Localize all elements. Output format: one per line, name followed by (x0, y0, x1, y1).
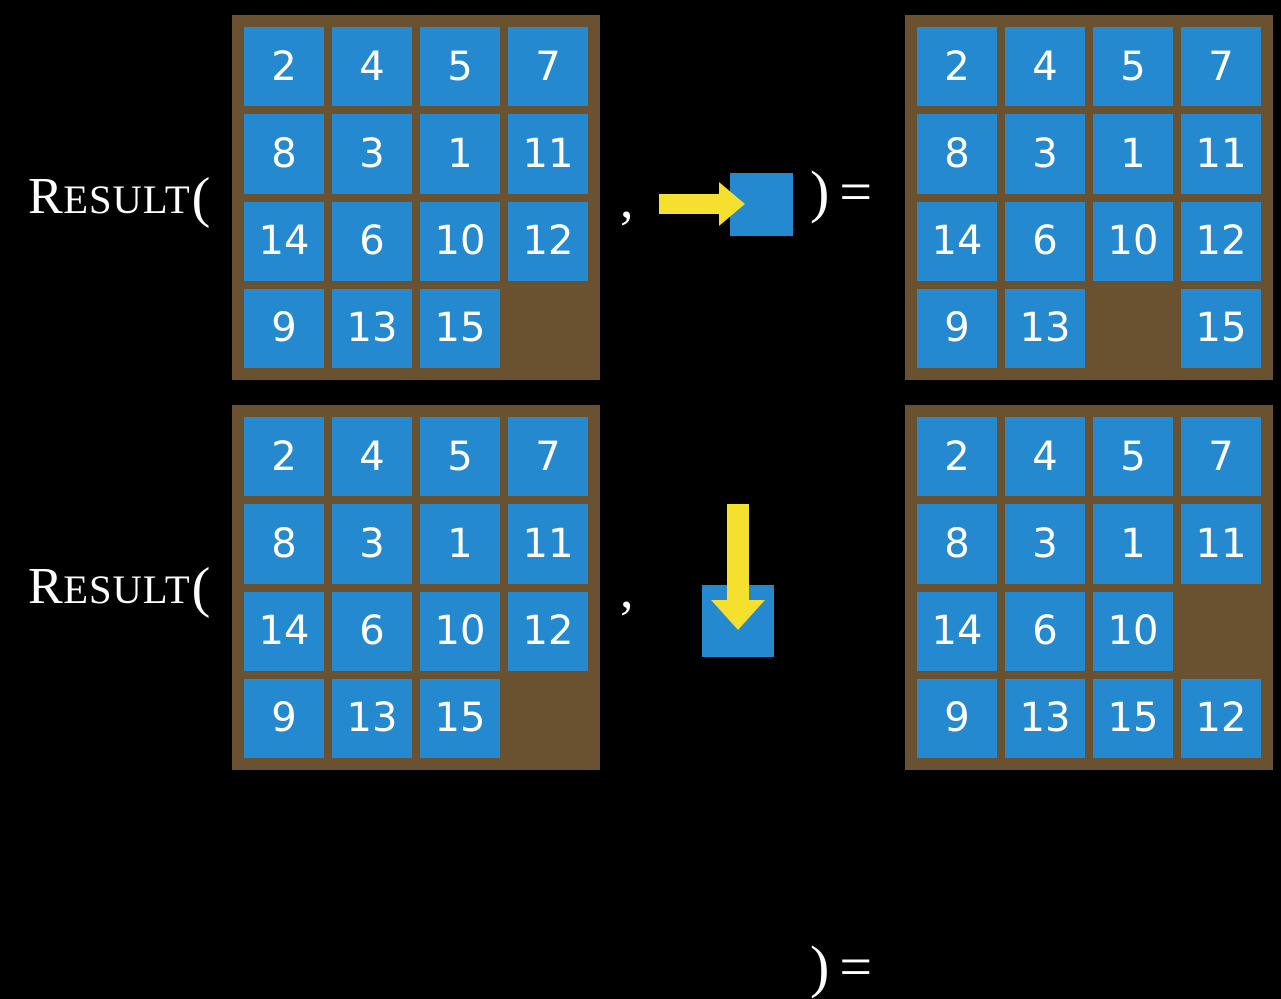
tile[interactable]: 1 (420, 504, 500, 584)
arrow-shaft (727, 504, 749, 604)
result-label-row-1: RESULT( (28, 167, 211, 226)
tile[interactable]: 13 (1005, 678, 1085, 758)
tile[interactable]: 14 (917, 591, 997, 671)
empty-slot[interactable] (1181, 592, 1261, 671)
tile[interactable]: 13 (332, 678, 412, 758)
tile[interactable]: 12 (508, 591, 588, 671)
tile[interactable]: 6 (332, 591, 412, 671)
result-label-rest: ESULT (63, 176, 191, 222)
tile[interactable]: 8 (917, 504, 997, 584)
tile[interactable]: 7 (1181, 27, 1261, 107)
result-label-initial: R (28, 167, 64, 225)
equals-sign-row-1: = (839, 159, 873, 224)
empty-slot[interactable] (1093, 289, 1173, 368)
argument-separator-comma-row-1: , (620, 169, 634, 229)
empty-slot[interactable] (508, 679, 588, 758)
tile[interactable]: 2 (244, 417, 324, 497)
tile[interactable]: 2 (917, 27, 997, 107)
argument-separator-comma-row-2: , (620, 559, 634, 619)
tile[interactable]: 5 (420, 417, 500, 497)
tile[interactable]: 6 (1005, 201, 1085, 281)
tile[interactable]: 8 (917, 114, 997, 194)
tile[interactable]: 11 (1181, 114, 1261, 194)
tile[interactable]: 3 (332, 114, 412, 194)
tile[interactable]: 5 (1093, 27, 1173, 107)
tile[interactable]: 12 (1181, 678, 1261, 758)
close-paren-row-1: ) (810, 159, 830, 224)
tile[interactable]: 11 (1181, 504, 1261, 584)
tile[interactable]: 2 (917, 417, 997, 497)
tile[interactable]: 2 (244, 27, 324, 107)
tile[interactable]: 15 (1093, 678, 1173, 758)
tile[interactable]: 11 (508, 504, 588, 584)
empty-slot[interactable] (508, 289, 588, 368)
tile[interactable]: 12 (1181, 201, 1261, 281)
tile[interactable]: 4 (332, 417, 412, 497)
input-board-row-2: 2 4 5 7 8 3 1 11 14 6 10 12 9 13 15 (232, 405, 600, 770)
equation-row-1: RESULT( 2 4 5 7 8 3 1 11 14 6 10 12 9 13… (0, 0, 1281, 390)
tile[interactable]: 10 (420, 201, 500, 281)
input-board-row-1: 2 4 5 7 8 3 1 11 14 6 10 12 9 13 15 (232, 15, 600, 380)
tile[interactable]: 1 (1093, 504, 1173, 584)
tile[interactable]: 3 (1005, 114, 1085, 194)
result-label-initial: R (28, 557, 64, 615)
tile[interactable]: 14 (244, 201, 324, 281)
tile[interactable]: 9 (244, 678, 324, 758)
tile[interactable]: 14 (917, 201, 997, 281)
arrow-head (711, 600, 765, 630)
tile[interactable]: 10 (1093, 591, 1173, 671)
tile[interactable]: 7 (508, 417, 588, 497)
tile[interactable]: 10 (420, 591, 500, 671)
close-and-equals-row-1: )= (810, 163, 872, 221)
tile[interactable]: 9 (917, 678, 997, 758)
tile[interactable]: 10 (1093, 201, 1173, 281)
tile[interactable]: 9 (917, 288, 997, 368)
tile[interactable]: 5 (1093, 417, 1173, 497)
equals-sign-row-2: = (839, 934, 873, 999)
output-board-row-2: 2 4 5 7 8 3 1 11 14 6 10 9 13 15 12 (905, 405, 1273, 770)
tile[interactable]: 13 (332, 288, 412, 368)
move-right-glyph (655, 158, 800, 248)
puzzle-grid: 2 4 5 7 8 3 1 11 14 6 10 12 9 13 15 (244, 27, 588, 368)
puzzle-grid: 2 4 5 7 8 3 1 11 14 6 10 12 9 13 15 (917, 27, 1261, 368)
close-paren-row-2: ) (810, 934, 830, 999)
tile[interactable]: 13 (1005, 288, 1085, 368)
tile[interactable]: 8 (244, 114, 324, 194)
tile[interactable]: 9 (244, 288, 324, 368)
move-down-glyph (690, 500, 800, 660)
tile[interactable]: 11 (508, 114, 588, 194)
puzzle-grid: 2 4 5 7 8 3 1 11 14 6 10 9 13 15 12 (917, 417, 1261, 758)
tile[interactable]: 15 (420, 678, 500, 758)
tile[interactable]: 14 (244, 591, 324, 671)
tile[interactable]: 6 (1005, 591, 1085, 671)
tile[interactable]: 1 (1093, 114, 1173, 194)
tile[interactable]: 15 (1181, 288, 1261, 368)
equation-row-2: RESULT( 2 4 5 7 8 3 1 11 14 6 10 12 9 13… (0, 390, 1281, 996)
result-label-row-2: RESULT( (28, 557, 211, 616)
open-paren-row-1: ( (191, 166, 211, 229)
tile[interactable]: 4 (1005, 417, 1085, 497)
close-and-equals-row-2: )= (810, 938, 872, 996)
tile[interactable]: 3 (1005, 504, 1085, 584)
arrow-head (719, 182, 745, 226)
arrow-shaft (659, 194, 721, 214)
output-board-row-1: 2 4 5 7 8 3 1 11 14 6 10 12 9 13 15 (905, 15, 1273, 380)
tile[interactable]: 8 (244, 504, 324, 584)
tile[interactable]: 5 (420, 27, 500, 107)
tile[interactable]: 1 (420, 114, 500, 194)
tile[interactable]: 15 (420, 288, 500, 368)
puzzle-grid: 2 4 5 7 8 3 1 11 14 6 10 12 9 13 15 (244, 417, 588, 758)
tile[interactable]: 7 (508, 27, 588, 107)
tile[interactable]: 4 (332, 27, 412, 107)
tile[interactable]: 12 (508, 201, 588, 281)
tile[interactable]: 7 (1181, 417, 1261, 497)
result-label-rest: ESULT (63, 566, 191, 612)
tile[interactable]: 4 (1005, 27, 1085, 107)
tile[interactable]: 3 (332, 504, 412, 584)
open-paren-row-2: ( (191, 556, 211, 619)
tile[interactable]: 6 (332, 201, 412, 281)
